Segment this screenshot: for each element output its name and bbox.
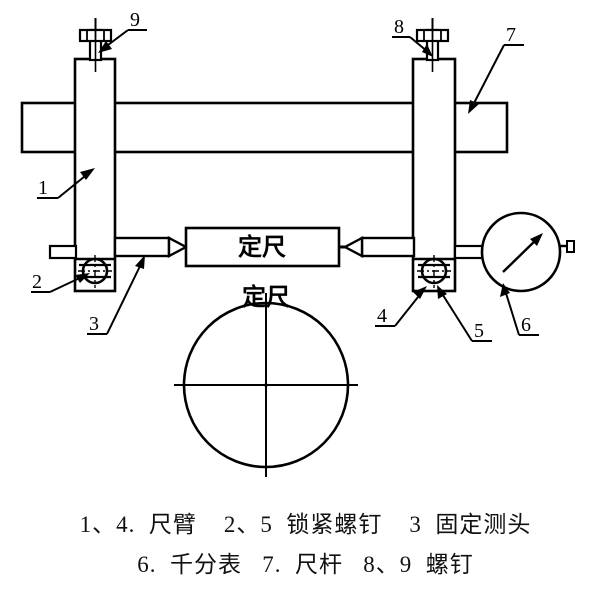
callout-7: 7 xyxy=(468,24,524,114)
screw-8 xyxy=(415,18,450,72)
callout-label-8: 8 xyxy=(394,16,404,38)
callout-label-7: 7 xyxy=(506,24,516,46)
callout-8: 8 xyxy=(392,16,433,57)
callout-label-2: 2 xyxy=(32,271,42,293)
callout-label-1: 1 xyxy=(38,177,48,199)
locking-screw-2 xyxy=(78,255,112,288)
figure-caption: 1、4. 尺臂 2、5 锁紧螺钉 3 固定测头 6. 千分表 7. 尺杆 8、9… xyxy=(0,505,611,585)
locking-screw-5 xyxy=(417,255,451,288)
dial-indicator-6 xyxy=(480,211,575,293)
callout-1: 1 xyxy=(37,168,95,199)
callout-label-5: 5 xyxy=(474,320,484,342)
callout-4: 4 xyxy=(375,286,427,327)
right-arm-stub xyxy=(453,244,485,260)
callout-9: 9 xyxy=(98,9,147,53)
callout-label-4: 4 xyxy=(377,305,387,327)
gauge-block-label: 定尺 xyxy=(238,233,286,261)
workpiece-label: 定尺 xyxy=(242,283,290,311)
callout-label-3: 3 xyxy=(89,313,99,335)
callout-3: 3 xyxy=(87,255,145,335)
workpiece-circle: 定尺 xyxy=(174,283,358,477)
movable-measuring-head xyxy=(339,236,416,258)
callout-label-9: 9 xyxy=(130,9,140,31)
callout-5: 5 xyxy=(437,285,492,342)
gauge-block-box: 定尺 xyxy=(184,226,341,268)
left-arm xyxy=(73,57,117,293)
callout-6: 6 xyxy=(500,283,539,336)
caption-line-2: 6. 千分表 7. 尺杆 8、9 螺钉 xyxy=(137,552,474,577)
callout-2: 2 xyxy=(31,271,90,293)
caption-line-1: 1、4. 尺臂 2、5 锁紧螺钉 3 固定测头 xyxy=(79,512,532,537)
screw-9 xyxy=(78,18,113,72)
fixed-measuring-head-3 xyxy=(113,236,192,258)
callout-label-6: 6 xyxy=(521,314,531,336)
left-arm-stub xyxy=(48,244,78,260)
